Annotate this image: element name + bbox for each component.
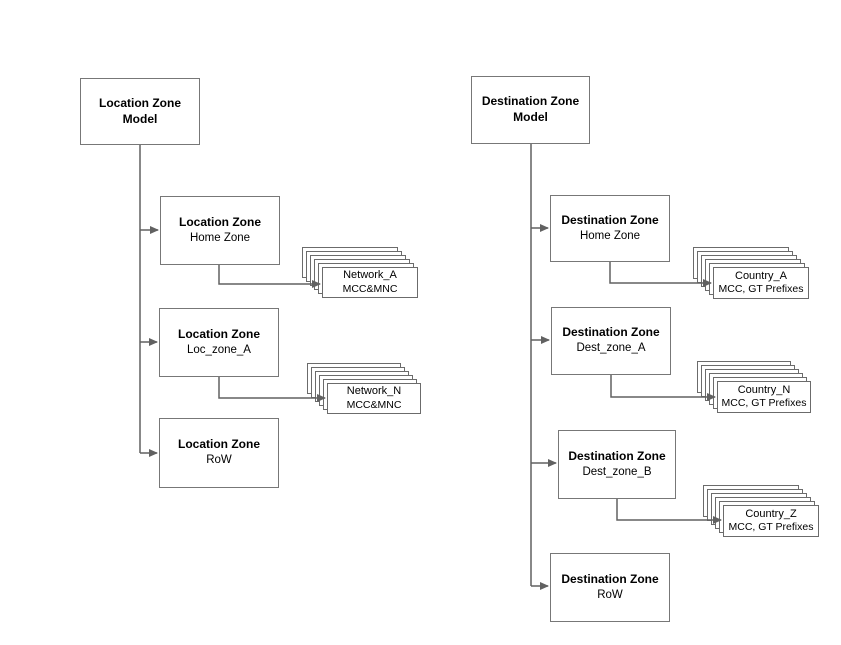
stack-subtitle: MCC, GT Prefixes [721, 397, 807, 410]
stack-front: Network_A MCC&MNC [322, 267, 418, 298]
node-destination-zone-home: Destination Zone Home Zone [550, 195, 670, 262]
stack-front: Country_A MCC, GT Prefixes [713, 267, 809, 299]
node-title: Location Zone [179, 214, 261, 229]
stack-country-a: Country_A MCC, GT Prefixes [693, 247, 809, 299]
node-title: Location Zone [178, 326, 260, 341]
node-title: Location Zone [178, 437, 260, 452]
stack-title: Country_Z [745, 507, 797, 520]
stack-network-a: Network_A MCC&MNC [302, 247, 418, 298]
node-subtitle: Model [122, 111, 158, 126]
node-destination-zone-model: Destination Zone Model [471, 76, 590, 144]
node-subtitle: Dest_zone_A [576, 342, 646, 355]
stack-subtitle: MCC, GT Prefixes [728, 521, 814, 534]
node-title: Destination Zone [561, 212, 659, 227]
node-destination-zone-row: Destination Zone RoW [550, 553, 670, 622]
node-title: Destination Zone [561, 571, 659, 586]
node-subtitle: Model [513, 110, 548, 124]
node-location-zone-row: Location Zone RoW [159, 418, 279, 488]
stack-network-n: Network_N MCC&MNC [307, 363, 421, 414]
node-destination-zone-a: Destination Zone Dest_zone_A [551, 307, 671, 375]
node-subtitle: Home Zone [579, 229, 641, 242]
stack-country-n: Country_N MCC, GT Prefixes [697, 361, 811, 413]
stack-front: Country_N MCC, GT Prefixes [717, 381, 811, 413]
node-location-zone-model: Location Zone Model [80, 78, 200, 145]
stack-front: Country_Z MCC, GT Prefixes [723, 505, 819, 537]
node-subtitle: Home Zone [189, 231, 251, 244]
node-subtitle: RoW [597, 588, 623, 601]
stack-title: Network_N [346, 385, 402, 398]
node-subtitle: Dest_zone_B [582, 465, 652, 478]
stack-title: Network_A [343, 269, 397, 282]
stack-subtitle: MCC&MNC [342, 282, 398, 295]
node-location-zone-home: Location Zone Home Zone [160, 196, 280, 265]
stack-front: Network_N MCC&MNC [327, 383, 421, 414]
node-destination-zone-b: Destination Zone Dest_zone_B [558, 430, 676, 499]
stack-title: Country_N [737, 383, 791, 396]
stack-subtitle: MCC, GT Prefixes [718, 283, 804, 296]
node-location-zone-a: Location Zone Loc_zone_A [159, 308, 279, 377]
node-title: Location Zone [99, 95, 181, 110]
node-title: Destination Zone [481, 94, 580, 109]
stack-title: Country_A [735, 269, 787, 282]
stack-subtitle: MCC&MNC [346, 398, 402, 411]
node-subtitle: RoW [206, 454, 232, 467]
node-subtitle: Loc_zone_A [187, 343, 251, 356]
node-title: Destination Zone [568, 448, 666, 463]
stack-country-z: Country_Z MCC, GT Prefixes [703, 485, 819, 537]
node-title: Destination Zone [562, 325, 660, 340]
